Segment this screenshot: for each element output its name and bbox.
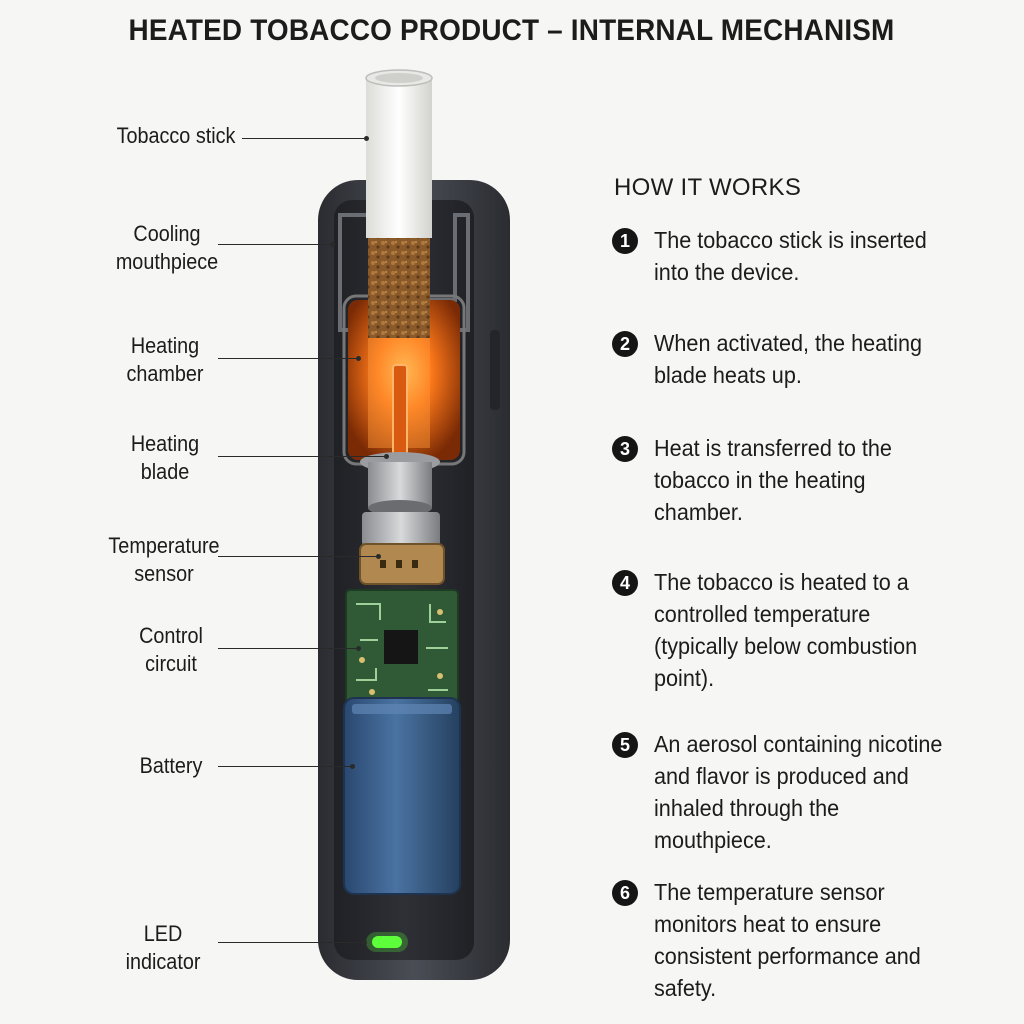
label-battery: Battery <box>139 753 203 778</box>
diagram-title: HEATED TOBACCO PRODUCT – INTERNAL MECHAN… <box>128 14 895 47</box>
microchip <box>384 630 418 664</box>
step-text: Heat is transferred to the tobacco in th… <box>654 435 892 525</box>
battery <box>343 697 461 895</box>
step-text: An aerosol containing nicotine and flavo… <box>654 731 943 853</box>
tobacco-filling <box>368 238 430 338</box>
step-text: When activated, the heating blade heats … <box>654 330 923 388</box>
step-number-badge: 4 <box>612 570 638 596</box>
step-text: The tobacco is heated to a controlled te… <box>654 569 918 691</box>
step-number-badge: 3 <box>612 436 638 462</box>
step-number-badge: 5 <box>612 732 638 758</box>
label-tobacco-stick: Tobacco stick <box>116 123 236 148</box>
step-text: The temperature sensor monitors heat to … <box>654 879 921 1001</box>
step-text: The tobacco stick is inserted into the d… <box>654 227 927 285</box>
step-number-badge: 6 <box>612 880 638 906</box>
side-button <box>490 330 500 410</box>
tobacco-stick <box>366 78 432 238</box>
step-number-badge: 1 <box>612 228 638 254</box>
led-light <box>372 936 402 948</box>
step-number-badge: 2 <box>612 331 638 357</box>
how-it-works-heading: HOW IT WORKS <box>614 174 802 201</box>
